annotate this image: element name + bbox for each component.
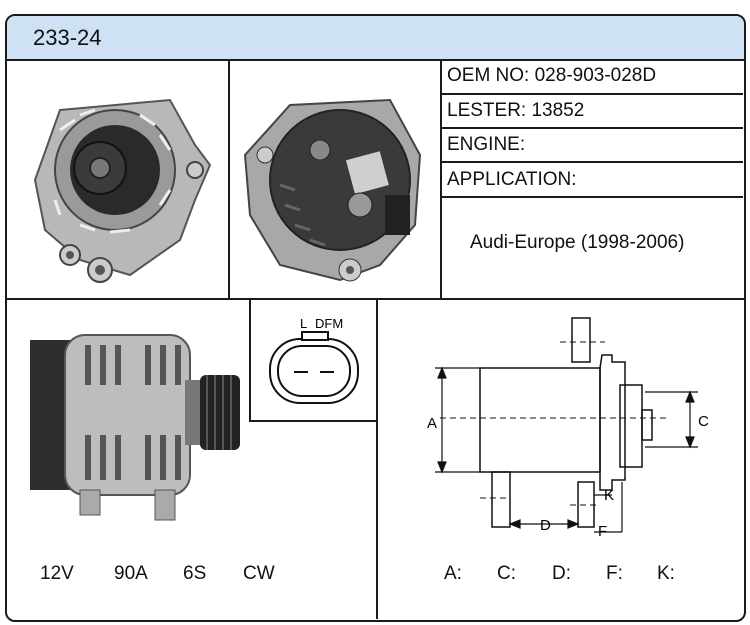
divider-row-4 bbox=[441, 196, 743, 198]
dim-letter-f: F bbox=[598, 523, 607, 540]
application-value: Audi-Europe (1998-2006) bbox=[470, 232, 685, 253]
rotation-direction: CW bbox=[243, 563, 275, 584]
connector-box-bottom bbox=[249, 420, 378, 422]
divider-top-v2 bbox=[440, 59, 442, 299]
divider-top-v1 bbox=[228, 59, 230, 299]
connector-label-l: L bbox=[300, 316, 307, 331]
divider-row-1 bbox=[441, 93, 743, 95]
dimension-label-c: C: bbox=[497, 563, 516, 584]
dim-letter-d: D bbox=[540, 517, 551, 534]
divider-row-3 bbox=[441, 161, 743, 163]
dimension-drawing: A C D F K bbox=[427, 317, 709, 540]
dim-letter-a: A bbox=[427, 415, 437, 432]
alternator-rear-image bbox=[243, 98, 422, 282]
alternator-side-image bbox=[30, 334, 240, 521]
dimension-label-d: D: bbox=[552, 563, 571, 584]
divider-bottom-v bbox=[376, 299, 378, 619]
oem-number: OEM NO: 028-903-028D bbox=[447, 65, 657, 86]
amperage-rating: 90A bbox=[114, 563, 148, 584]
dim-letter-k: K bbox=[604, 487, 614, 504]
dimension-label-k: K: bbox=[657, 563, 675, 584]
connector-diagram: L DFM bbox=[269, 316, 359, 404]
dimension-label-f: F: bbox=[606, 563, 623, 584]
application-label: APPLICATION: bbox=[447, 169, 577, 190]
voltage-rating: 12V bbox=[40, 563, 74, 584]
divider-mid-h bbox=[5, 298, 744, 300]
divider-row-2 bbox=[441, 127, 743, 129]
connector-label-dfm: DFM bbox=[315, 316, 343, 331]
connector-box-left bbox=[249, 300, 251, 422]
part-number: 233-24 bbox=[33, 25, 102, 50]
pulley-type: 6S bbox=[183, 563, 207, 584]
engine-label: ENGINE: bbox=[447, 134, 526, 155]
lester-number: LESTER: 13852 bbox=[447, 100, 585, 121]
alternator-front-image bbox=[33, 98, 212, 283]
dim-letter-c: C bbox=[698, 413, 709, 430]
header-bar: 233-24 bbox=[7, 16, 744, 61]
dimension-label-a: A: bbox=[444, 563, 462, 584]
